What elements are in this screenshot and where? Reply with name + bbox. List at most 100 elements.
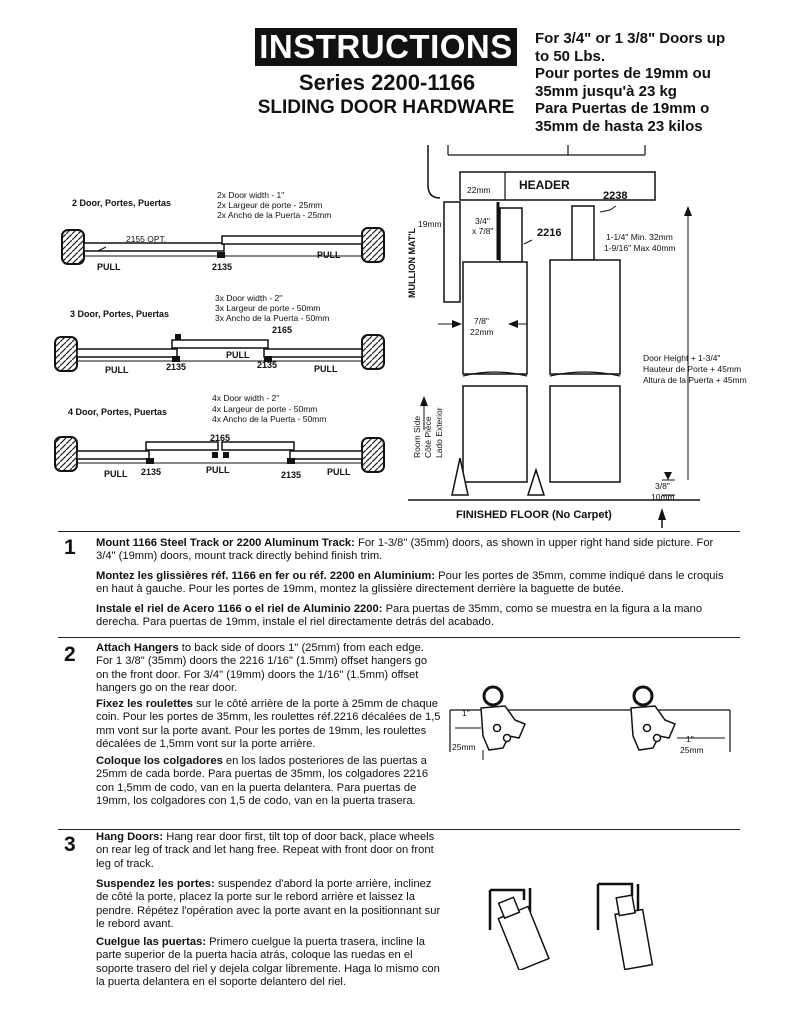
- hang-doors-diagram: [488, 882, 654, 970]
- header-label: HEADER: [519, 178, 570, 192]
- dim-3-8: 3/8": [655, 481, 670, 491]
- step-1-number: 1: [64, 536, 76, 559]
- step-3-fr-title: Suspendez les portes:: [96, 878, 215, 890]
- three-door-width-1: 3x Door width - 2": [215, 293, 283, 303]
- four-door-guide: 2165: [210, 433, 231, 443]
- four-door-label: 4 Door, Portes, Puertas: [68, 407, 168, 417]
- dim-22mm-top: 22mm: [467, 185, 491, 195]
- two-door-width-1: 2x Door width - 1": [217, 190, 285, 200]
- step-3-fr-text: suspendez d'abord la porte arrière, incl…: [96, 878, 441, 931]
- four-door-pull-right: PULL: [327, 467, 351, 477]
- dim-19mm: 19mm: [418, 219, 442, 229]
- weight-line: For 3/4" or 1 3/8" Doors up: [535, 30, 726, 47]
- weight-line: 35mm jusqu'à 23 kg: [535, 82, 677, 100]
- step-2-en-title: Attach Hangers: [96, 642, 179, 654]
- divider-3: [58, 829, 740, 830]
- three-door-guide: 2165: [272, 325, 293, 335]
- step-2-number: 2: [64, 643, 76, 666]
- hanger-right-dim-mm: 25mm: [680, 745, 704, 755]
- weight-line: Para Puertas de 19mm o: [535, 100, 710, 117]
- step-3-es-text: Primero cuelgue la puerta trasera, incli…: [96, 936, 440, 989]
- dim-3-4: 3/4": [475, 216, 490, 226]
- step-3-es: Cuelgue las puertas: Primero cuelgue la …: [96, 936, 441, 990]
- step-2-fr: Fixez les roulettes sur le côté arrière …: [96, 698, 441, 752]
- instructions-banner: INSTRUCTIONS: [255, 28, 517, 66]
- three-door-pull-left: PULL: [105, 365, 129, 375]
- four-door-width-2: 4x Largeur de porte - 50mm: [212, 404, 318, 414]
- two-door-pull-right: PULL: [317, 250, 341, 260]
- divider-2: [58, 637, 740, 638]
- two-door-opt: 2155 OPT.: [126, 234, 167, 244]
- mullion-label: MULLION MAT'L: [407, 228, 417, 298]
- step-2-en-text: to back side of doors 1" (25mm) from eac…: [96, 642, 428, 695]
- two-door-plan: [61, 227, 385, 265]
- four-door-pull-left: PULL: [104, 469, 128, 479]
- dim-7-8: 7/8": [474, 316, 489, 326]
- three-door-pull-mid: PULL: [226, 350, 250, 360]
- weight-line: to 50 Lbs.: [535, 47, 606, 65]
- step-3-fr: Suspendez les portes: suspendez d'abord …: [96, 878, 441, 932]
- two-door-width-3: 2x Ancho de la Puerta - 25mm: [217, 210, 332, 220]
- step-3-en-text: Hang rear door first, tilt top of door b…: [96, 831, 435, 870]
- dim-10mm: 10mm: [651, 492, 675, 502]
- step-3-en: Hang Doors: Hang rear door first, tilt t…: [96, 831, 441, 871]
- four-door-pull-mid: PULL: [206, 465, 230, 475]
- step-1-es: Instale el riel de Acero 1166 o el riel …: [96, 603, 732, 630]
- weight-line: 35mm de hasta 23 kilos: [535, 117, 703, 135]
- step-1-en-text: For 1-3/8" (35mm) doors, as shown in upp…: [96, 537, 714, 563]
- four-door-width-3: 4x Ancho de la Puerta - 50mm: [212, 414, 327, 424]
- hanger-diagram: [449, 685, 731, 760]
- step-2-en: Attach Hangers to back side of doors 1" …: [96, 642, 441, 696]
- divider-1: [58, 531, 740, 532]
- two-door-label: 2 Door, Portes, Puertas: [72, 198, 172, 208]
- three-door-width-3: 3x Ancho de la Puerta - 50mm: [215, 313, 330, 323]
- door-height-es: Altura de la Puerta + 45mm: [643, 375, 747, 385]
- finished-floor-label: FINISHED FLOOR (No Carpet): [456, 509, 612, 521]
- three-door-pull-right: PULL: [314, 364, 338, 374]
- plan-view-diagrams: [54, 227, 385, 473]
- four-door-track-left: 2135: [141, 467, 162, 477]
- step-2-fr-title: Fixez les roulettes: [96, 698, 193, 710]
- step-1-es-text: Para puertas de 35mm, como se muestra en…: [96, 603, 703, 629]
- series-title: Series 2200-1166: [298, 70, 476, 95]
- step-1-en-title: Mount 1166 Steel Track or 2200 Aluminum …: [96, 537, 355, 549]
- step-2-fr-text: sur le côté arrière de la porte à 25mm d…: [96, 698, 441, 751]
- door-height-fr: Hauteur de Porte + 45mm: [643, 364, 742, 374]
- step-1-es-title: Instale el riel de Acero 1166 o el riel …: [96, 603, 383, 615]
- two-door-track: 2135: [212, 262, 233, 272]
- door-height-en: Door Height + 1-3/4": [643, 353, 721, 363]
- three-door-track-left: 2135: [166, 362, 187, 372]
- step-1-fr: Montez les glissières réf. 1166 en fer o…: [96, 570, 732, 597]
- three-door-plan: [54, 334, 385, 372]
- dim-7-8-a: x 7/8": [472, 226, 494, 236]
- hanger-right-dim-in: 1": [686, 734, 694, 744]
- room-side-en: Room Side: [412, 415, 422, 458]
- room-side-fr: Côté Pièce: [423, 416, 433, 458]
- step-3-en-title: Hang Doors:: [96, 831, 164, 843]
- four-door-plan: [54, 436, 385, 473]
- part-2238-label: 2238: [603, 190, 628, 202]
- max-clearance: 1-9/16" Max 40mm: [604, 243, 676, 253]
- weight-capacity: For 3/4" or 1 3/8" Doors up to 50 Lbs. P…: [535, 30, 775, 135]
- elevation-diagram: [408, 145, 700, 528]
- product-subtitle: SLIDING DOOR HARDWARE: [257, 97, 515, 118]
- hanger-left-dim-in: 1": [462, 708, 470, 718]
- step-1-en: Mount 1166 Steel Track or 2200 Aluminum …: [96, 537, 732, 564]
- step-2-es-text: en los lados posteriores de las puertas …: [96, 755, 429, 808]
- step-2-es: Coloque los colgadores en los lados post…: [96, 755, 441, 809]
- min-clearance: 1-1/4" Min. 32mm: [606, 232, 673, 242]
- four-door-track-right: 2135: [281, 470, 302, 480]
- three-door-width-2: 3x Largeur de porte - 50mm: [215, 303, 321, 313]
- step-2-es-title: Coloque los colgadores: [96, 755, 223, 767]
- dim-22mm: 22mm: [470, 327, 494, 337]
- step-1-fr-title: Montez les glissières réf. 1166 en fer o…: [96, 570, 436, 582]
- two-door-pull-left: PULL: [97, 262, 121, 272]
- hanger-left-dim-mm: 25mm: [452, 742, 476, 752]
- three-door-track-right: 2135: [257, 360, 278, 370]
- step-3-es-title: Cuelgue las puertas:: [96, 936, 207, 948]
- room-side-es: Lado Exterior: [434, 407, 444, 458]
- part-2216-label: 2216: [537, 227, 562, 239]
- step-1-fr-text: Pour les portes de 35mm, comme indiqué d…: [96, 570, 724, 596]
- four-door-width-1: 4x Door width - 2": [212, 393, 280, 403]
- weight-line: Pour portes de 19mm ou: [535, 65, 711, 82]
